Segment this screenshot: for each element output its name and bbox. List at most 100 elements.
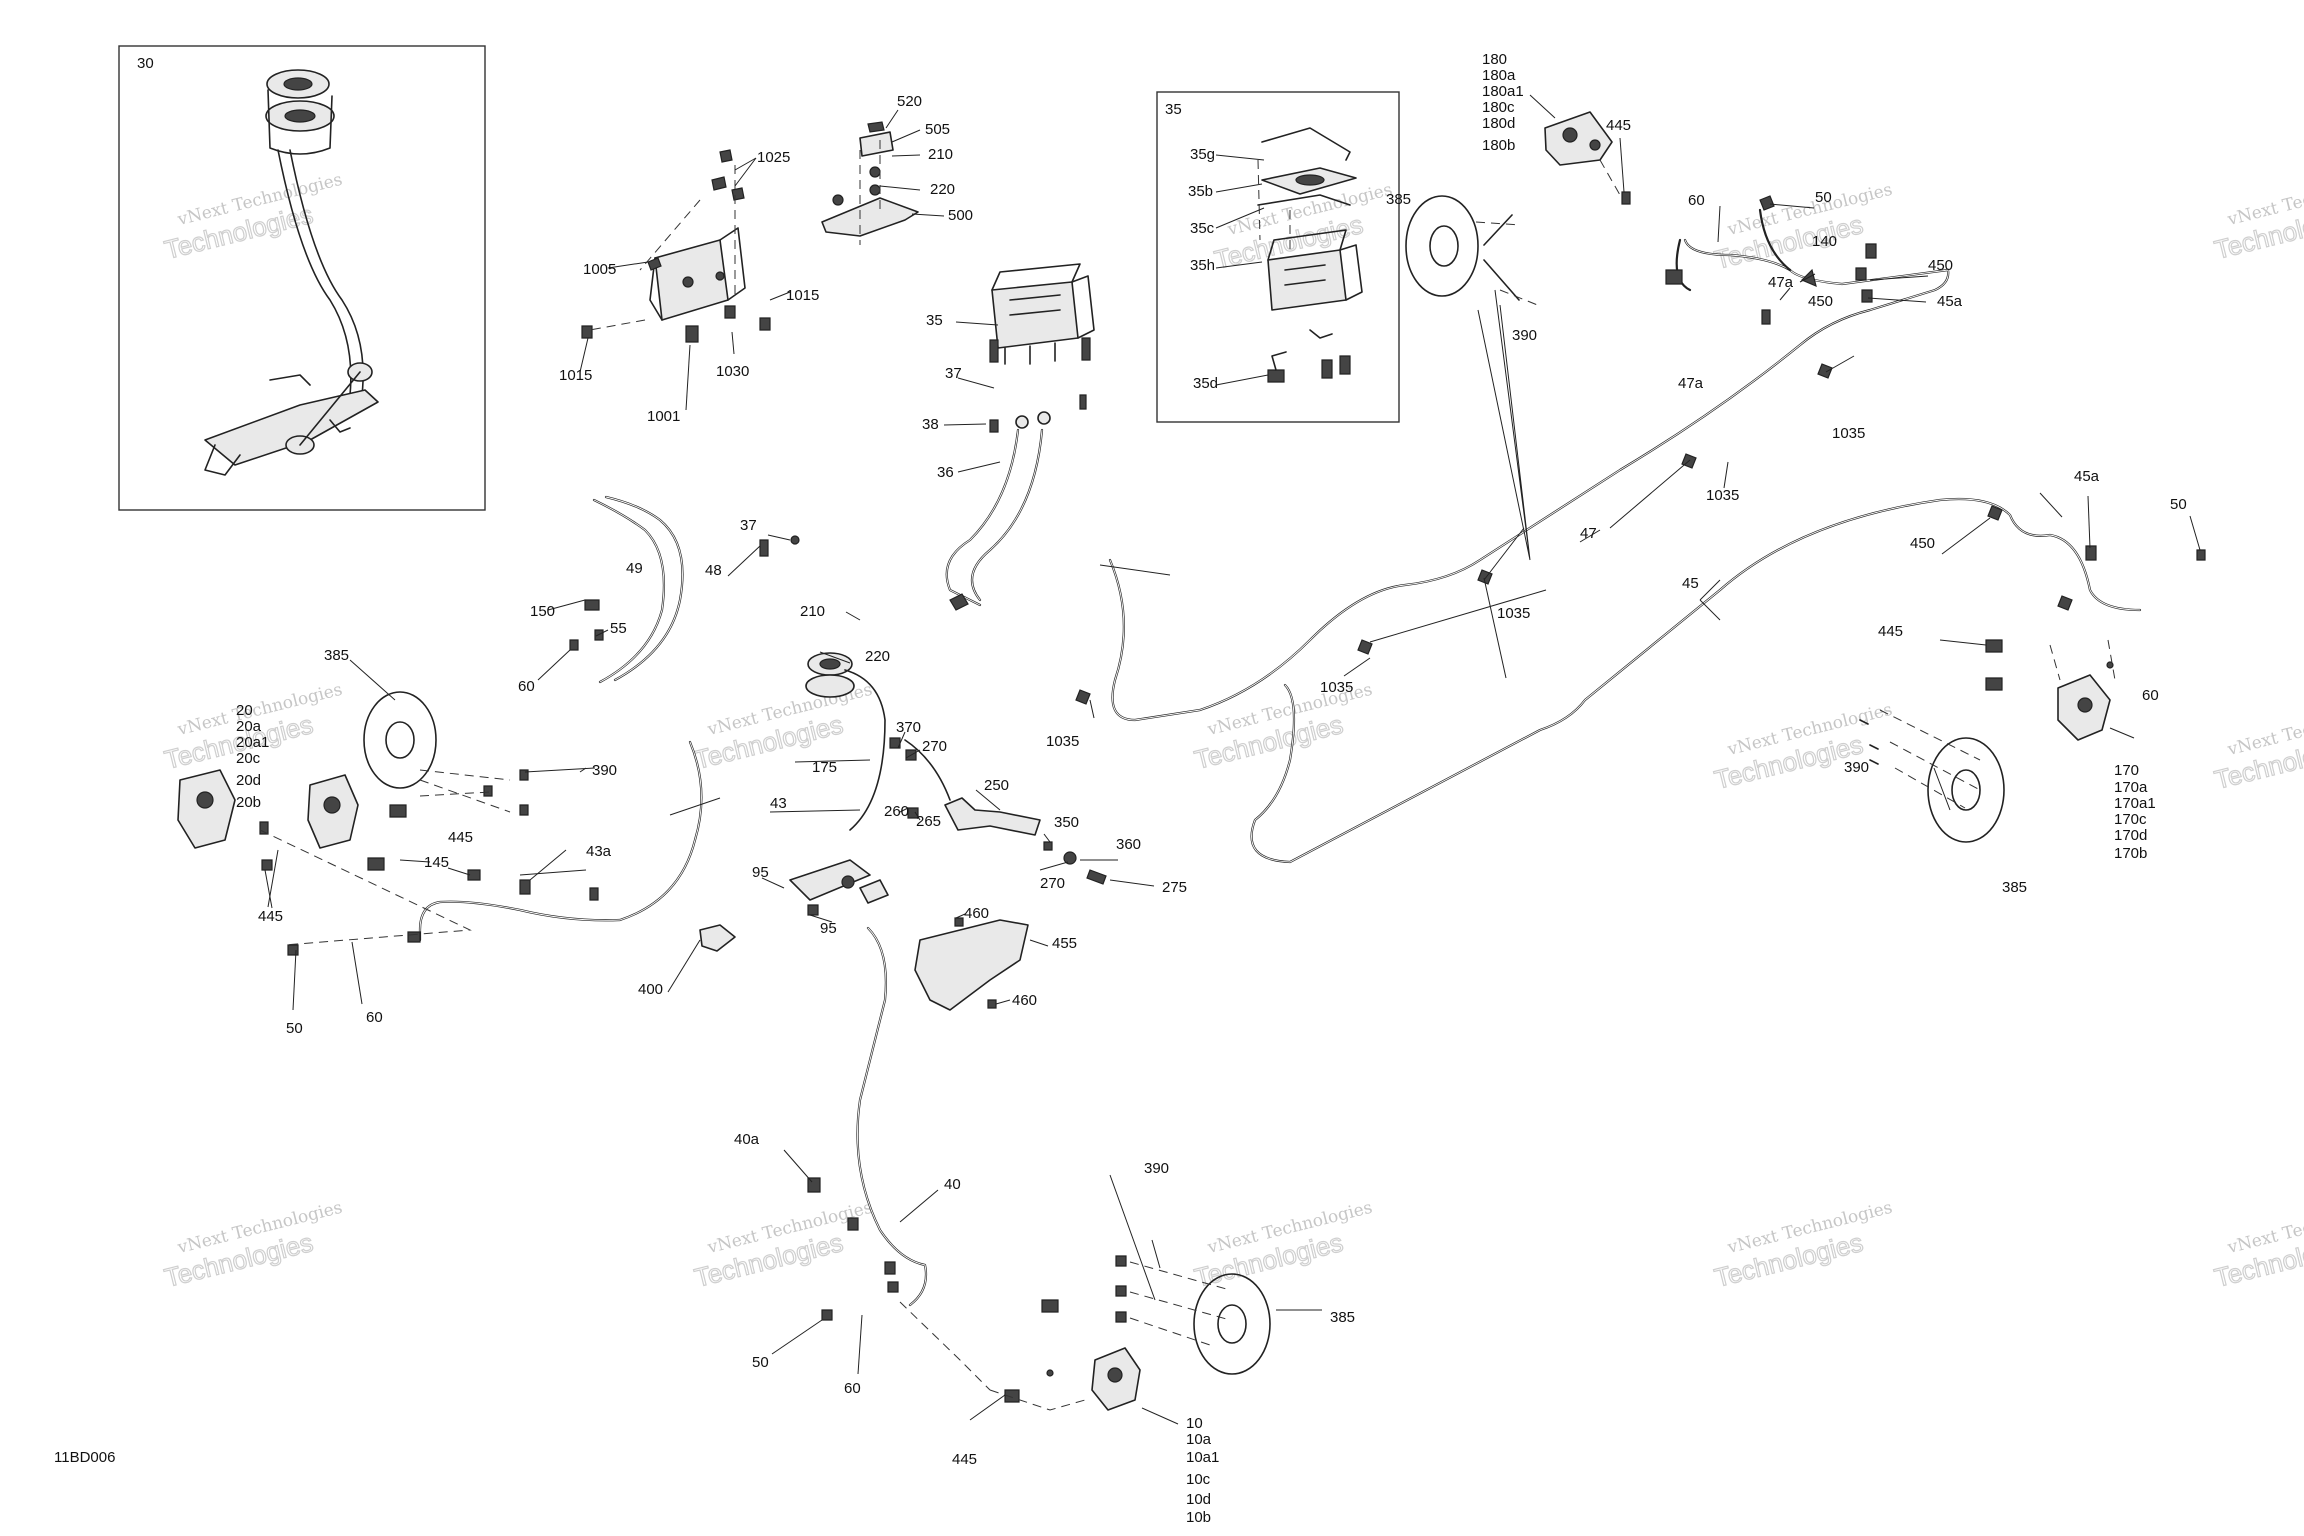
label-270a: 270	[922, 738, 947, 755]
label-35h: 35h	[1190, 257, 1215, 274]
label-170a: 170a	[2114, 779, 2148, 796]
label-1005: 1005	[583, 261, 616, 278]
brake-disc-385-front-left	[363, 691, 529, 816]
label-385b: 385	[2002, 879, 2027, 896]
label-38: 38	[922, 416, 939, 433]
label-220a: 220	[930, 181, 955, 198]
label-1035c: 1035	[1497, 605, 1530, 622]
label-1035e: 1035	[1046, 733, 1079, 750]
front-right-caliper-180	[1544, 111, 1631, 205]
label-50a: 50	[1815, 189, 1832, 206]
label-170: 170	[2114, 762, 2139, 779]
label-445c: 445	[448, 829, 473, 846]
brake-disc-385-rear-right	[1859, 719, 2005, 843]
bracket-500	[821, 121, 919, 237]
label-505: 505	[925, 121, 950, 138]
label-60c: 60	[518, 678, 535, 695]
label-1025: 1025	[757, 149, 790, 166]
label-260: 260	[884, 803, 909, 820]
diagram-code: 11BD006	[54, 1449, 115, 1466]
label-1035b: 1035	[1706, 487, 1739, 504]
label-170d: 170d	[2114, 827, 2147, 844]
rear-master-cylinder-95	[789, 652, 889, 916]
label-170c: 170c	[2114, 811, 2147, 828]
label-55: 55	[610, 620, 627, 637]
front-left-caliper-20	[177, 769, 407, 871]
label-35g: 35g	[1190, 146, 1215, 163]
brake-line-40	[807, 926, 928, 1321]
label-35b: 35b	[1188, 183, 1213, 200]
label-50d: 50	[752, 1354, 769, 1371]
label-210b: 210	[800, 603, 825, 620]
label-1030: 1030	[716, 363, 749, 380]
label-370: 370	[896, 719, 921, 736]
label-450c: 450	[1910, 535, 1935, 552]
label-385a: 385	[1386, 191, 1411, 208]
label-10d: 10d	[1186, 1491, 1211, 1508]
label-48: 48	[705, 562, 722, 579]
brake-line-43	[287, 740, 736, 956]
label-450b: 450	[1808, 293, 1833, 310]
heat-shield-455	[914, 917, 1029, 1011]
label-180c: 180c	[1482, 99, 1515, 116]
label-390c: 390	[592, 762, 617, 779]
label-140: 140	[1812, 233, 1837, 250]
label-10a1: 10a1	[1186, 1449, 1219, 1466]
label-400: 400	[638, 981, 663, 998]
label-95a: 95	[752, 864, 769, 881]
label-60b: 60	[2142, 687, 2159, 704]
label-180: 180	[1482, 51, 1507, 68]
label-1001: 1001	[647, 408, 680, 425]
label-60d: 60	[366, 1009, 383, 1026]
abs-module-35	[989, 263, 1095, 365]
label-36: 36	[937, 464, 954, 481]
label-45a2: 45a	[2074, 468, 2100, 485]
label-1015a: 1015	[786, 287, 819, 304]
label-10: 10	[1186, 1415, 1203, 1432]
label-47: 47	[1580, 525, 1597, 542]
label-35: 35	[926, 312, 943, 329]
label-60e: 60	[844, 1380, 861, 1397]
label-40: 40	[944, 1176, 961, 1193]
part-labels: 1025 1005 1015 1015 1030 1001 520 505 21…	[54, 51, 2187, 1526]
label-10c: 10c	[1186, 1471, 1211, 1488]
label-45: 45	[1682, 575, 1699, 592]
label-180b: 180b	[1482, 137, 1515, 154]
label-49: 49	[626, 560, 643, 577]
brake-line-45	[1250, 497, 2206, 864]
label-170b: 170b	[2114, 845, 2147, 862]
label-20: 20	[236, 702, 253, 719]
label-390b: 390	[1844, 759, 1869, 776]
label-20c: 20c	[236, 750, 261, 767]
label-1035a: 1035	[1832, 425, 1865, 442]
inset-box-35-label: 35	[1165, 101, 1182, 118]
leader-lines	[264, 94, 2201, 1425]
abs-module-35-exploded	[1257, 127, 1363, 383]
label-520: 520	[897, 93, 922, 110]
label-37b: 37	[740, 517, 757, 534]
label-50c: 50	[286, 1020, 303, 1037]
label-210a: 210	[928, 146, 953, 163]
brake-disc-385-rear-left	[1115, 1255, 1271, 1375]
label-43: 43	[770, 795, 787, 812]
label-40a: 40a	[734, 1131, 760, 1148]
label-390a: 390	[1512, 327, 1537, 344]
inset-box-30	[118, 45, 486, 511]
master-cylinder-assembly-30	[204, 69, 379, 476]
label-385c: 385	[324, 647, 349, 664]
brake-line-47	[1075, 195, 1950, 722]
label-47a2: 47a	[1678, 375, 1704, 392]
label-20b: 20b	[236, 794, 261, 811]
label-1035d: 1035	[1320, 679, 1353, 696]
label-445a: 445	[1606, 117, 1631, 134]
bracket-1005	[581, 149, 771, 343]
label-95b: 95	[820, 920, 837, 937]
label-265: 265	[916, 813, 941, 830]
